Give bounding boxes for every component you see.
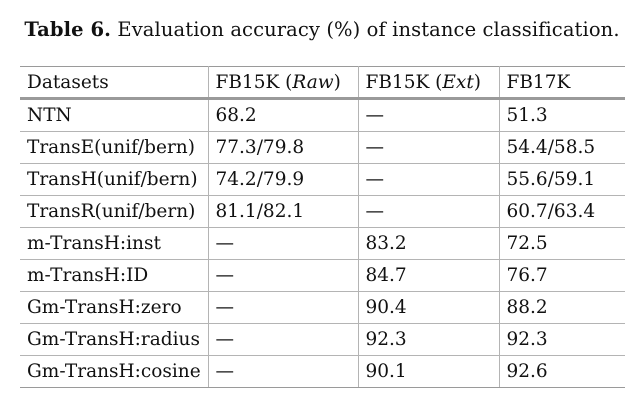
cell-fb15k-ext: 90.4 — [358, 291, 500, 324]
cell-fb15k-raw: — — [208, 227, 359, 260]
table-caption: Table 6. Evaluation accuracy (%) of inst… — [0, 18, 644, 41]
cell-fb15k-ext: — — [358, 98, 500, 132]
cell-fb17k: 60.7/63.4 — [499, 195, 625, 228]
header-datasets: Datasets — [20, 66, 209, 100]
cell-fb17k: 55.6/59.1 — [499, 163, 625, 196]
cell-fb15k-raw: — — [208, 355, 359, 388]
caption-label: Table 6. — [24, 18, 112, 41]
cell-model: m-TransH:ID — [20, 259, 209, 292]
cell-fb15k-ext: — — [358, 163, 500, 196]
header-fb15k-ext: FB15K (Ext) — [358, 66, 500, 100]
cell-fb17k: 88.2 — [499, 291, 625, 324]
table-row: TransH(unif/bern)74.2/79.9—55.6/59.1 — [20, 163, 625, 196]
table-row: TransE(unif/bern)77.3/79.8—54.4/58.5 — [20, 131, 625, 164]
cell-model: TransE(unif/bern) — [20, 131, 209, 164]
cell-fb15k-ext: 84.7 — [358, 259, 500, 292]
results-table: Datasets FB15K (Raw) FB15K (Ext) FB17K N… — [20, 66, 625, 388]
cell-fb15k-ext: 92.3 — [358, 323, 500, 356]
cell-fb15k-raw: — — [208, 291, 359, 324]
cell-model: Gm-TransH:cosine — [20, 355, 209, 388]
cell-model: TransR(unif/bern) — [20, 195, 209, 228]
header-fb17k: FB17K — [499, 66, 625, 100]
caption-text: Evaluation accuracy (%) of instance clas… — [117, 18, 620, 41]
header-row: Datasets FB15K (Raw) FB15K (Ext) FB17K — [20, 66, 625, 100]
cell-fb15k-raw: 68.2 — [208, 98, 359, 132]
header-fb15k-raw: FB15K (Raw) — [208, 66, 359, 100]
cell-fb15k-ext: 90.1 — [358, 355, 500, 388]
cell-fb15k-raw: — — [208, 323, 359, 356]
cell-fb17k: 72.5 — [499, 227, 625, 260]
cell-fb15k-ext: 83.2 — [358, 227, 500, 260]
cell-fb15k-raw: 77.3/79.8 — [208, 131, 359, 164]
cell-fb17k: 92.3 — [499, 323, 625, 356]
table-row: TransR(unif/bern)81.1/82.1—60.7/63.4 — [20, 195, 625, 228]
cell-fb17k: 54.4/58.5 — [499, 131, 625, 164]
cell-model: TransH(unif/bern) — [20, 163, 209, 196]
cell-fb15k-ext: — — [358, 131, 500, 164]
cell-fb17k: 76.7 — [499, 259, 625, 292]
cell-fb15k-raw: 74.2/79.9 — [208, 163, 359, 196]
cell-fb15k-raw: — — [208, 259, 359, 292]
cell-fb15k-raw: 81.1/82.1 — [208, 195, 359, 228]
cell-fb17k: 51.3 — [499, 98, 625, 132]
cell-model: Gm-TransH:zero — [20, 291, 209, 324]
cell-fb17k: 92.6 — [499, 355, 625, 388]
cell-model: Gm-TransH:radius — [20, 323, 209, 356]
cell-fb15k-ext: — — [358, 195, 500, 228]
cell-model: m-TransH:inst — [20, 227, 209, 260]
cell-model: NTN — [20, 98, 209, 132]
